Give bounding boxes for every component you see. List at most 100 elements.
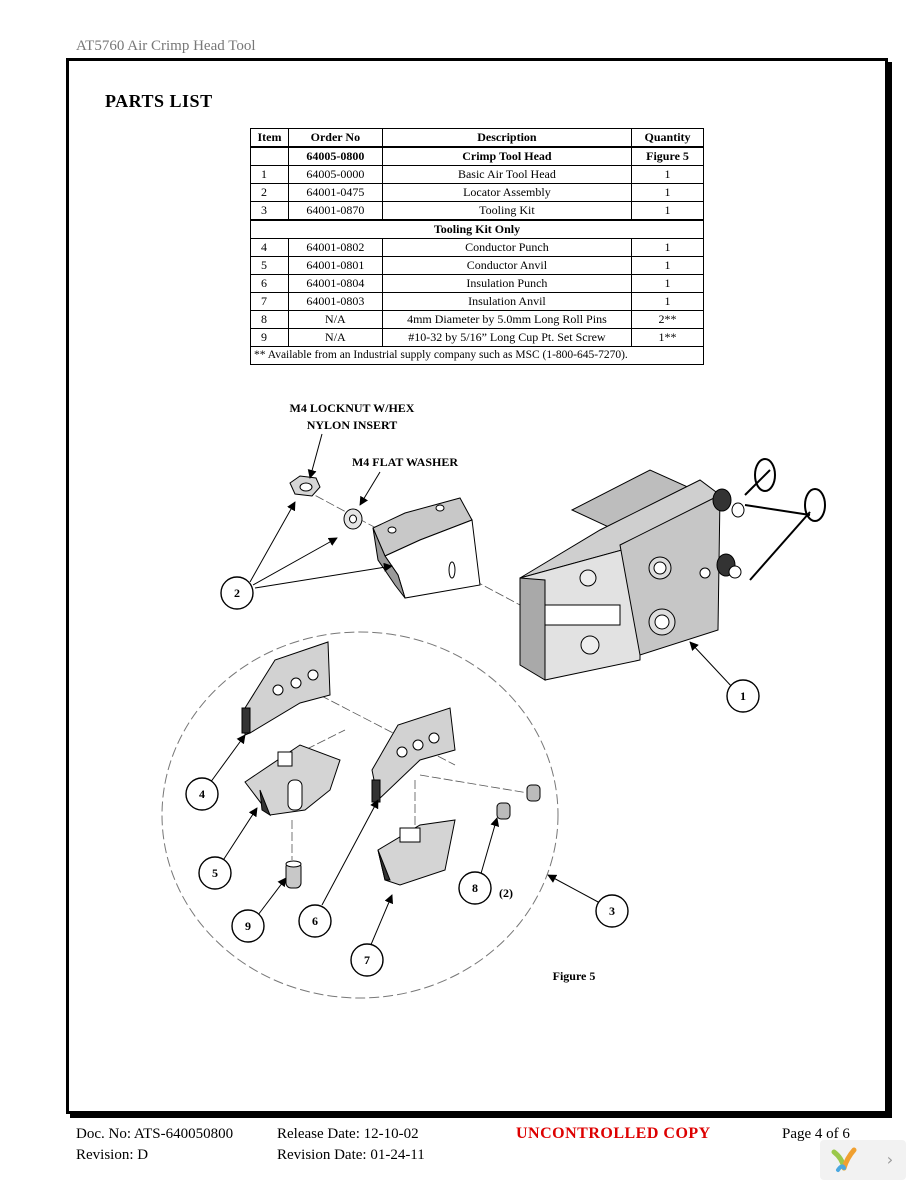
cell-item: 3: [250, 201, 289, 220]
cell-order-no: N/A: [287, 310, 383, 329]
chevron-right-icon[interactable]: ›: [886, 1150, 894, 1169]
cell-item: 8: [250, 310, 289, 329]
cell-description: Conductor Anvil: [381, 256, 633, 275]
callout-5: 5: [198, 856, 232, 890]
cell-order-no: 64001-0803: [287, 292, 383, 311]
conductor-punch-part: [241, 641, 331, 736]
cell-order-no: 64001-0475: [287, 183, 383, 202]
svg-text:4: 4: [199, 787, 205, 801]
viewer-nav-widget: ›: [820, 1140, 906, 1180]
cell-description: Crimp Tool Head: [381, 147, 633, 166]
cell-item: 2: [250, 183, 289, 202]
revision: Revision: D: [76, 1147, 149, 1163]
set-screw-part: [285, 860, 302, 889]
callout-6: 6: [298, 904, 332, 938]
roll-pin-qty-note: (2): [499, 886, 513, 900]
svg-text:5: 5: [212, 866, 218, 880]
revision-date: Revision Date: 01-24-11: [277, 1147, 425, 1163]
svg-text:7: 7: [364, 953, 370, 967]
svg-text:2: 2: [234, 586, 240, 600]
locator-assembly-part: [372, 497, 481, 599]
cell-quantity: 1: [631, 183, 704, 202]
table-row: 8 N/A 4mm Diameter by 5.0mm Long Roll Pi…: [250, 310, 704, 329]
column-header: Description: [381, 128, 633, 148]
cell-quantity: 1**: [631, 328, 704, 347]
figure-caption: Figure 5: [553, 969, 596, 983]
cell-quantity: 1: [631, 165, 704, 184]
cell-order-no: 64001-0801: [287, 256, 383, 275]
column-header: Order No: [287, 128, 383, 148]
cell-order-no: 64001-0802: [287, 238, 383, 257]
table-section-row: Tooling Kit Only: [250, 219, 704, 239]
tooling-kit-boundary: [161, 631, 559, 999]
svg-text:9: 9: [245, 919, 251, 933]
cell-description: #10-32 by 5/16” Long Cup Pt. Set Screw: [381, 328, 633, 347]
release-date: Release Date: 12-10-02: [277, 1126, 419, 1142]
footnote: ** Available from an Industrial supply c…: [250, 346, 704, 365]
cell-description: Insulation Anvil: [381, 292, 633, 311]
table-header-row: Item Order No Description Quantity: [250, 128, 704, 148]
table-row: 1 64005-0000 Basic Air Tool Head 1: [250, 165, 704, 184]
parts-list-table: Item Order No Description Quantity 64005…: [250, 128, 704, 365]
table-row-assembly: 64005-0800 Crimp Tool Head Figure 5: [250, 147, 704, 166]
table-row: 7 64001-0803 Insulation Anvil 1: [250, 292, 704, 311]
svg-text:1: 1: [740, 689, 746, 703]
column-header: Item: [250, 128, 289, 148]
cell-item: [250, 147, 289, 166]
cell-quantity: 1: [631, 238, 704, 257]
cell-description: Insulation Punch: [381, 274, 633, 293]
insulation-punch-part: [371, 707, 456, 803]
table-footnote-row: ** Available from an Industrial supply c…: [250, 346, 704, 365]
doc-number: Doc. No: ATS-640050800: [76, 1126, 234, 1142]
washer-part: [343, 508, 363, 530]
crimp-tool-head-part: [519, 458, 826, 681]
cell-description: Conductor Punch: [381, 238, 633, 257]
insulation-anvil-part: [377, 819, 456, 886]
uncontrolled-copy-stamp: UNCONTROLLED COPY: [516, 1125, 711, 1142]
svg-text:6: 6: [312, 914, 318, 928]
callout-7: 7: [350, 943, 384, 977]
cell-item: 6: [250, 274, 289, 293]
cell-item: 9: [250, 328, 289, 347]
callout-2: 2: [220, 576, 254, 610]
table-row: 6 64001-0804 Insulation Punch 1: [250, 274, 704, 293]
cell-quantity: Figure 5: [631, 147, 704, 166]
cell-description: Locator Assembly: [381, 183, 633, 202]
cell-quantity: 1: [631, 292, 704, 311]
document-header-title: AT5760 Air Crimp Head Tool: [76, 38, 256, 54]
callout-8: 8: [458, 871, 492, 905]
column-header: Quantity: [631, 128, 704, 148]
parts-list-title: PARTS LIST: [105, 91, 213, 111]
callout-4: 4: [185, 777, 219, 811]
locknut-label-line2: NYLON INSERT: [307, 418, 398, 432]
cell-item: 7: [250, 292, 289, 311]
cell-quantity: 1: [631, 201, 704, 220]
cell-order-no: 64001-0870: [287, 201, 383, 220]
cell-item: 4: [250, 238, 289, 257]
locknut-part: [289, 475, 321, 497]
conductor-anvil-part: [244, 744, 341, 817]
callout-9: 9: [231, 909, 265, 943]
section-label: Tooling Kit Only: [250, 219, 704, 239]
cell-quantity: 1: [631, 256, 704, 275]
svg-text:8: 8: [472, 881, 478, 895]
cell-quantity: 2**: [631, 310, 704, 329]
cell-description: Basic Air Tool Head: [381, 165, 633, 184]
table-row: 9 N/A #10-32 by 5/16” Long Cup Pt. Set S…: [250, 328, 704, 347]
cell-description: Tooling Kit: [381, 201, 633, 220]
table-row: 4 64001-0802 Conductor Punch 1: [250, 238, 704, 257]
table-row: 3 64001-0870 Tooling Kit 1: [250, 201, 704, 220]
callout-3: 3: [595, 894, 629, 928]
locknut-label-line1: M4 LOCKNUT W/HEX: [290, 401, 415, 415]
cell-item: 1: [250, 165, 289, 184]
cell-quantity: 1: [631, 274, 704, 293]
cell-order-no: N/A: [287, 328, 383, 347]
cell-item: 5: [250, 256, 289, 275]
callout-1: 1: [726, 679, 760, 713]
viewer-logo-icon: [831, 1147, 857, 1172]
washer-label: M4 FLAT WASHER: [352, 455, 458, 469]
roll-pin-part: [496, 784, 541, 820]
cell-order-no: 64001-0804: [287, 274, 383, 293]
table-row: 5 64001-0801 Conductor Anvil 1: [250, 256, 704, 275]
